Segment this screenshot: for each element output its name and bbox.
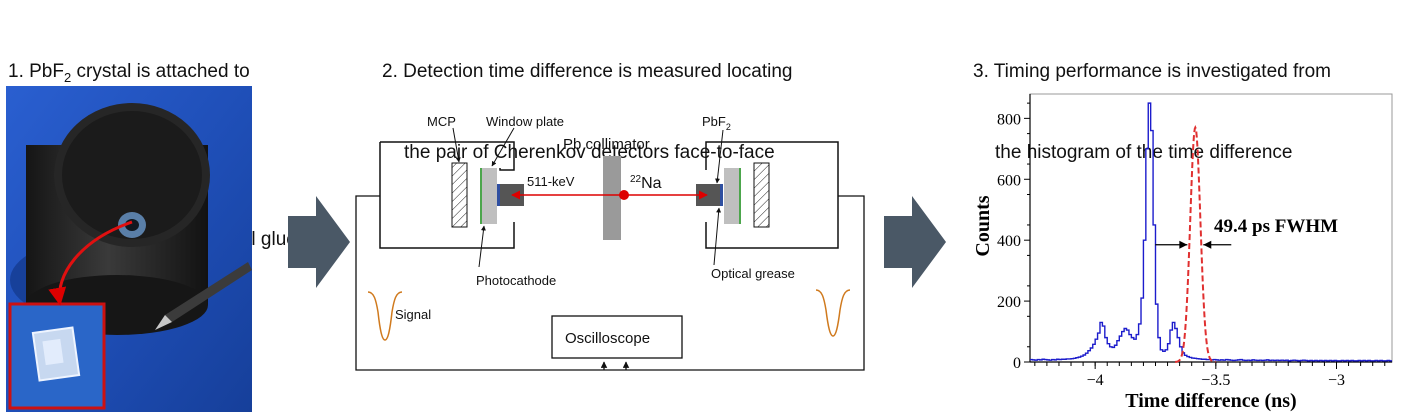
- source-label: 22Na: [630, 174, 662, 192]
- collimator-label: Pb collimator: [563, 136, 650, 153]
- oscilloscope-box: [551, 315, 683, 359]
- fwhm-arrowhead-right: [1203, 240, 1212, 249]
- setup-diagram: MCP Window plate Pb collimator PbF2 511-…: [355, 114, 865, 371]
- step2-line2: the pair of Cherenkov detectors face-to-…: [404, 142, 775, 163]
- step1-sub: 2: [63, 69, 72, 85]
- step1-line1: 1. PbF: [8, 61, 64, 82]
- pbf2-crystal-right: [696, 184, 722, 206]
- y-axis-label: Counts: [972, 195, 994, 256]
- x-tick-label: −3.5: [1201, 372, 1230, 389]
- y-tick-label: 200: [997, 294, 1021, 311]
- pbf2-label-text: PbF: [702, 114, 726, 129]
- grease-label: Optical grease: [711, 266, 795, 281]
- gaussian-fit-line: [1174, 124, 1216, 363]
- pb-collimator: [603, 156, 621, 240]
- signal-label: Signal: [395, 307, 431, 322]
- x-tick-label: −3: [1328, 372, 1345, 389]
- photo-mcp-pmt: [6, 86, 252, 412]
- photocathode-label: Photocathode: [476, 273, 556, 288]
- window-plate-label: Window plate: [486, 114, 564, 129]
- source-name: Na: [641, 175, 662, 192]
- pbf2-label-sub: 2: [726, 122, 731, 132]
- y-tick-label: 400: [997, 233, 1021, 250]
- pen-icon: [165, 262, 252, 322]
- step2-text: 2. Detection time difference is measured…: [382, 4, 792, 193]
- flow-arrow-2-icon: [884, 196, 946, 288]
- flow-arrow-1-icon: [288, 196, 350, 288]
- mcp-right: [753, 162, 770, 228]
- step3-line1: 3. Timing performance is investigated fr…: [973, 61, 1331, 82]
- pbf2-label: PbF2: [702, 114, 731, 132]
- signal-pulse-right: [815, 289, 851, 337]
- source-mass: 22: [630, 174, 642, 185]
- oscilloscope-label: Oscilloscope: [565, 330, 650, 347]
- energy-label: 511-keV: [527, 174, 575, 189]
- pbf2-crystal-left: [498, 184, 524, 206]
- y-tick-label: 0: [1013, 355, 1021, 372]
- na22-source-icon: [619, 190, 629, 200]
- mcp-label: MCP: [427, 114, 456, 129]
- signal-pulse-left: [367, 291, 403, 341]
- window-plate-right: [724, 168, 739, 224]
- y-tick-label: 800: [997, 111, 1021, 128]
- y-tick-label: 600: [997, 172, 1021, 189]
- step3-text: 3. Timing performance is investigated fr…: [973, 4, 1331, 193]
- step3-line2: the histogram of the time difference: [995, 142, 1293, 163]
- window-plate-left: [482, 168, 497, 224]
- mcp-left: [451, 162, 468, 228]
- step2-line1: 2. Detection time difference is measured…: [382, 61, 793, 82]
- histogram-chart: 0 200 400 600 800 −4 −3.5 −3 Counts Time differ…: [972, 93, 1393, 412]
- x-axis-label: Time difference (ns): [1125, 390, 1296, 412]
- fwhm-annotation: 49.4 ps FWHM: [1214, 216, 1338, 237]
- fwhm-arrowhead-left: [1179, 240, 1188, 249]
- x-tick-label: −4: [1087, 372, 1104, 389]
- step1-line1b: crystal is attached to: [71, 61, 250, 82]
